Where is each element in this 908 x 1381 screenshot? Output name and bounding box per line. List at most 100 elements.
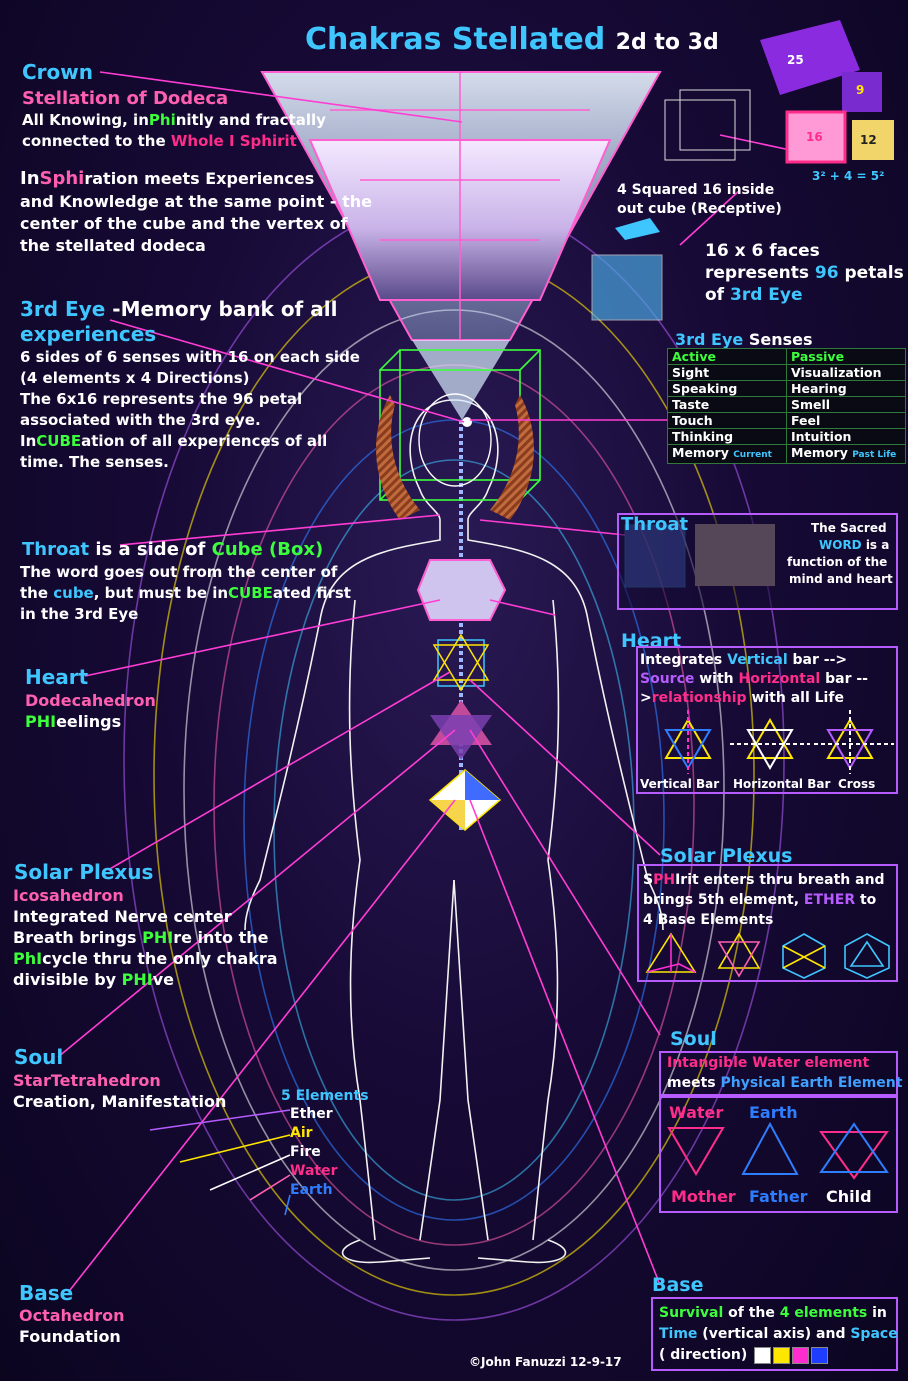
solar-panel-line3: 4 Base Elements [643,912,774,928]
third-eye-heading: 3rd Eye -Memory bank of all [20,297,338,321]
direction-swatch-magenta [792,1346,810,1364]
soul-water-label: Water [669,1103,724,1122]
crown-insp-line4: the stellated dodeca [20,236,206,255]
throat-line3: in the 3rd Eye [20,605,139,623]
crown-insphiration: InSphiration meets Experiences [20,168,315,189]
element-earth: Earth [290,1182,333,1198]
element-air: Air [290,1125,313,1141]
base-panel-line3: ( direction) [659,1345,829,1366]
throat-panel-line2: WORD is a [819,538,890,552]
solar-panel-heading: Solar Plexus [660,845,793,867]
throat-panel-line4: mind and heart [789,572,893,586]
throat-panel-line1: The Sacred [811,521,887,535]
direction-swatch-blue [811,1346,829,1364]
throat-line1: The word goes out from the center of [20,563,338,581]
crown-insp-line2: and Knowledge at the same point - the [20,192,372,211]
crown-line2: connected to the Whole I Sphirit [22,132,297,150]
solar-heading: Solar Plexus [14,860,154,884]
third-eye-line2: (4 elements x 4 Directions) [20,369,250,387]
heart-label-vertical: Vertical Bar [640,777,720,791]
element-ether: Ether [290,1106,333,1122]
base-shape: Octahedron [19,1306,125,1325]
soul-triangles [667,1121,889,1180]
throat-heading: Throat is a side of Cube (Box) [22,539,324,560]
copyright-credit: ©John Fanuzzi 12-9-17 [469,1355,622,1369]
heart-shape: Dodecahedron [25,691,156,710]
heart-dodecahedron-shape [432,633,490,692]
solar-line1: Integrated Nerve center [13,907,232,926]
soul-shape: StarTetrahedron [13,1071,161,1090]
soul-heading: Soul [14,1045,64,1069]
third-eye-last-line: time. The senses. [20,453,169,471]
base-panel-line2: Time (vertical axis) and Space [659,1326,898,1342]
faces-line1: 16 x 6 faces [705,241,820,261]
solar-line4: divisible by PHIve [13,970,175,989]
heart-heading: Heart [25,665,89,689]
crown-insp-line3: center of the cube and the vertex of [20,214,348,233]
senses-title: 3rd Eye Senses [675,330,813,349]
soul-panel-line2: meets Physical Earth Element [667,1075,903,1091]
platonic-solids [645,932,890,979]
throat-line2: the cube, but must be inCUBEated first [20,584,351,602]
base-panel-line1: Survival of the 4 elements in [659,1305,887,1321]
throat-panel-line3: function of the [787,555,888,569]
soul-father-label: Father [749,1187,808,1206]
solar-panel: SPHIrit enters thru breath and brings 5t… [637,864,898,982]
square-12-label: 12 [860,133,877,147]
crown-subtitle: Stellation of Dodeca [22,88,229,109]
soul-earth-label: Earth [749,1103,798,1122]
title-main: Chakras Stellated [305,22,606,57]
squared16-line1: 4 Squared 16 inside [617,182,775,198]
throat-cube-shape [416,559,507,621]
faces-line2: represents 96 petals [705,263,904,283]
solar-panel-line2: brings 5th element, ETHER to [643,892,877,908]
soul-mother-label: Mother [671,1187,736,1206]
base-panel-heading: Base [652,1274,704,1296]
title-sub: 2d to 3d [615,30,719,55]
solar-line3: PhIcycle thru the only chakra [13,949,278,968]
soul-panel-bottom: Water Earth Mother Father Child [659,1096,898,1213]
heart-panel: Integrates Vertical bar --> Source with … [636,646,898,794]
third-eye-line4: associated with the 3rd eye. [20,411,261,429]
base-desc: Foundation [19,1327,121,1346]
crown-line1: All Knowing, inPhinitly and fractally [22,111,326,129]
square-25-label: 25 [787,53,804,67]
heart-label-horizontal: Horizontal Bar [733,777,831,791]
square-16-label: 16 [806,130,823,144]
direction-swatch-yellow [773,1346,791,1364]
soul-startetrahedron-shape [430,700,492,760]
heart-panel-line2: Source with Horizontal bar -- [640,671,868,687]
third-eye-point [462,417,472,427]
solar-panel-line1: SPHIrit enters thru breath and [643,872,885,888]
base-octahedron-shape [428,769,502,831]
throat-panel: Throat The Sacred WORD is a function of … [617,513,898,610]
soul-desc: Creation, Manifestation [13,1092,227,1111]
soul-panel-heading: Soul [670,1028,717,1050]
left-hand-shape [376,395,420,520]
faces-line3: of 3rd Eye [705,285,803,305]
third-eye-line3: The 6x16 represents the 96 petal [20,390,303,408]
base-panel: Survival of the 4 elements in Time (vert… [651,1297,898,1371]
pythagorean-equation: 3² + 4 = 5² [812,169,885,183]
crown-stellated-dodeca-shape [260,71,662,420]
heart-feelings: PHIeelings [25,712,122,731]
body-outline [244,399,664,1264]
element-arrows [149,1109,291,1216]
throat-panel-heading: Throat [621,514,689,535]
square-9-label: 9 [856,83,865,97]
page-title: Chakras Stellated 2d to 3d [305,22,719,61]
element-water: Water [290,1163,338,1179]
direction-swatch-white [754,1346,772,1364]
heart-star-diagrams [664,710,894,774]
third-eye-incube: InCUBEation of all experiences of all [20,432,328,450]
third-eye-line1: 6 sides of 6 senses with 16 on each side [20,348,360,366]
squared16-line2: out cube (Receptive) [617,201,782,217]
